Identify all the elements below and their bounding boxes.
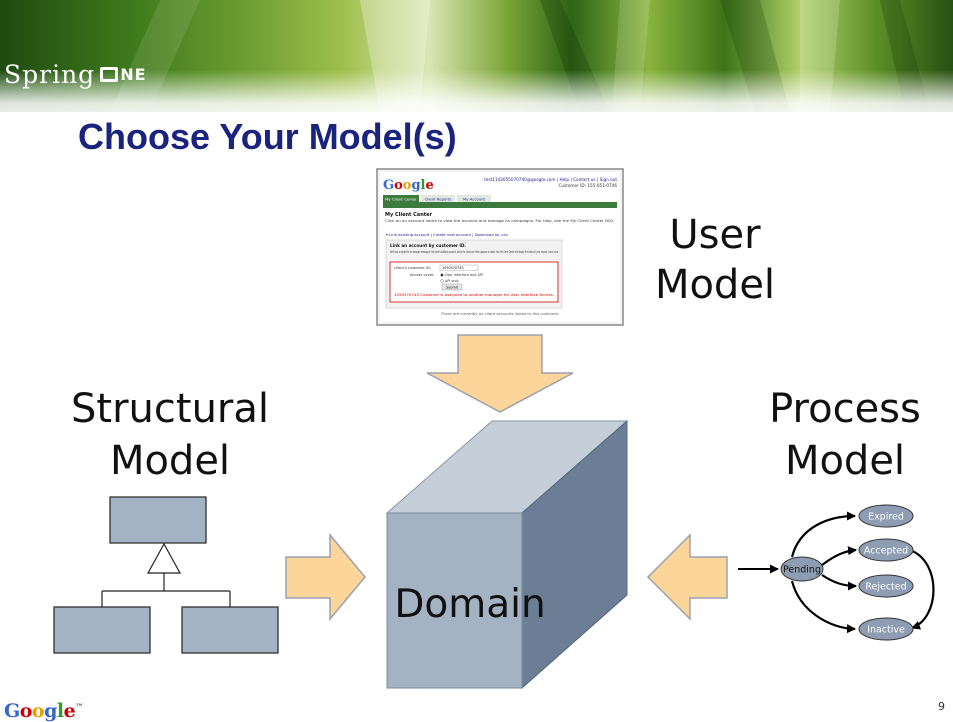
uml-subclass-right-box (181, 606, 279, 654)
tab-my-account (457, 195, 491, 202)
state-pending-label: Pending (783, 565, 821, 576)
google-letter-l: l (56, 700, 64, 722)
footer-google-logo: Google™ (4, 700, 83, 722)
transition-pending-expired (790, 511, 856, 558)
tab-client-reports (421, 195, 455, 202)
state-accepted (858, 538, 914, 562)
logo-ne-text: NE (120, 64, 147, 84)
transition-pending-accepted (821, 546, 857, 566)
structural-model-label-line1: Structural (71, 386, 269, 432)
banner-fade (0, 70, 953, 130)
header-banner: Spring NE (0, 0, 953, 130)
state-expired (858, 504, 914, 528)
page-number: 9 (938, 700, 945, 713)
domain-cube: Domain (385, 419, 629, 690)
screenshot-submit-button (441, 283, 463, 291)
structural-model-label-line2: Model (109, 438, 231, 484)
google-trademark: ™ (75, 701, 83, 712)
state-accepted-label: Accepted (864, 546, 908, 557)
google-letter-o2: o (31, 700, 45, 722)
tab-my-client-center (383, 195, 419, 202)
screenshot-footer-note: There are currently no client accounts l… (441, 311, 559, 316)
down-arrow (426, 334, 574, 413)
user-model-label-line1: User (669, 212, 761, 258)
state-pending (780, 556, 824, 582)
user-model-label-line2: Model (654, 262, 776, 308)
uml-superclass-box (109, 496, 207, 544)
screenshot-box-text: We'll post a request to be managed messa… (390, 250, 558, 254)
radio-api-only (440, 279, 444, 283)
google-letter-g1: G (4, 700, 20, 722)
transition-pending-rejected (821, 574, 857, 591)
transition-accepted-inactive (909, 548, 935, 630)
transition-pending-inactive (790, 580, 856, 634)
state-inactive (858, 617, 914, 641)
state-rejected-label: Rejected (865, 582, 906, 593)
screenshot-customer-id-input (439, 264, 479, 271)
cube-front-face (386, 512, 523, 689)
screenshot-customer-id-label: client's customer ID: (394, 266, 431, 270)
screenshot-links: ▾ Link existing account | Create new acc… (386, 232, 509, 237)
uml-subclass-left-box (53, 606, 151, 654)
logo-one-mark: NE (100, 65, 146, 84)
domain-label: Domain (394, 582, 545, 627)
user-model-screenshot: Google test1143055070740@google.com | He… (376, 168, 624, 326)
state-expired-label: Expired (868, 512, 904, 523)
state-rejected (858, 574, 914, 598)
screenshot-error-text: 1050570743 Customer is assigned to anoth… (394, 293, 554, 297)
screenshot-google-logo: Google (383, 178, 434, 193)
google-letter-o1: o (19, 700, 33, 722)
state-inactive-label: Inactive (867, 625, 905, 636)
logo-o-box (100, 66, 119, 82)
tab-my-client-center-label: My Client Center (385, 197, 417, 202)
screenshot-customer-id-line: Customer ID: 155-051-0746 (558, 183, 617, 188)
screenshot-heading: My Client Center (385, 212, 433, 218)
tab-my-account-label: My Account (463, 197, 486, 202)
tab-client-reports-label: Client Reports (425, 197, 452, 202)
springone-logo: Spring NE (4, 56, 147, 92)
screenshot-tabs: My Client Center Client Reports My Accou… (383, 195, 491, 202)
left-arrow (646, 533, 728, 621)
screenshot-intro: Click on an account name to view the acc… (385, 218, 614, 223)
screenshot-access-option-1: User Interface and API (445, 273, 483, 277)
uml-inheritance-triangle (146, 542, 182, 574)
process-model-label-line1: Process (769, 386, 921, 432)
screenshot-customer-id-value: 1050570743 (442, 266, 464, 270)
screenshot-account-line: test1143055070740@google.com | Help | Co… (484, 177, 617, 182)
right-arrow (285, 532, 366, 622)
state-machine: Pending Expired Accepted Rejected Inacti… (738, 504, 935, 641)
screenshot-submit-label: Submit (446, 285, 459, 289)
screenshot-green-bar (383, 202, 617, 208)
screenshot-box-title: Link an account by customer ID. (390, 243, 466, 248)
logo-spring-text: Spring (4, 59, 96, 89)
radio-ui-api-selected (440, 273, 444, 277)
google-letter-e: e (63, 700, 76, 722)
uml-class-diagram (53, 496, 279, 654)
google-letter-g2: g (44, 700, 57, 722)
screenshot-access-label: Access Level: (410, 273, 434, 277)
process-model-label-line2: Model (784, 438, 906, 484)
slide-title: Choose Your Model(s) (78, 116, 457, 157)
screenshot-access-option-2: API only (445, 279, 459, 283)
